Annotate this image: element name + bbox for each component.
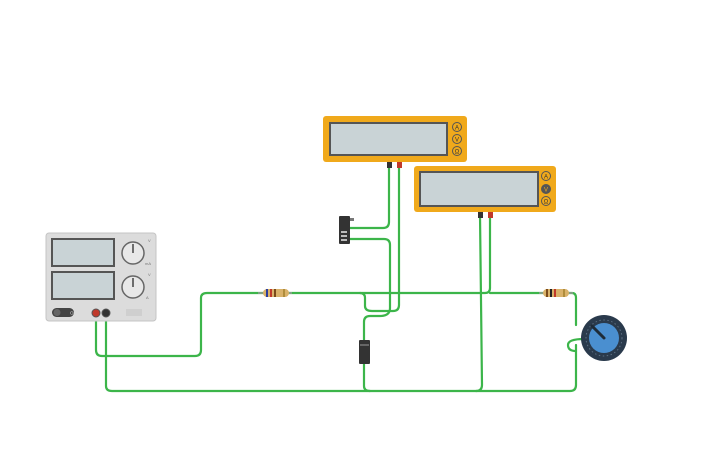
mode-selector[interactable]: A V Ω	[541, 171, 551, 206]
mode-a-button[interactable]	[541, 171, 551, 181]
mode-selector[interactable]: A V Ω	[452, 122, 462, 156]
resistor-band	[563, 289, 565, 297]
unit-label-a: A	[146, 295, 149, 300]
positive-terminal[interactable]	[91, 308, 101, 318]
slide-switch-pin	[341, 239, 347, 241]
mode-v-label: V	[544, 188, 548, 194]
resistor-band	[546, 289, 548, 297]
pushbutton[interactable]	[359, 340, 370, 364]
mode-a-button[interactable]	[452, 122, 462, 132]
wire[interactable]	[474, 213, 484, 393]
pushbutton-body	[359, 340, 370, 364]
resistor-band	[554, 289, 556, 297]
brand-plate	[126, 309, 142, 316]
slide-switch-pin	[341, 231, 347, 233]
mode-ohm-label: Ω	[455, 150, 460, 156]
mode-v-button[interactable]	[541, 184, 551, 194]
unit-label-ma: mA	[145, 261, 151, 266]
resistor-band	[274, 289, 276, 297]
wire[interactable]	[362, 362, 372, 393]
resistor-1[interactable]	[258, 289, 292, 297]
potentiometer-indicator	[590, 324, 606, 340]
mode-ohm-label: Ω	[544, 200, 549, 206]
red-probe-terminal[interactable]	[397, 162, 402, 168]
unit-label-v2: V	[148, 272, 151, 277]
multimeter-1[interactable]: A V Ω	[323, 116, 467, 168]
mode-ohm-button[interactable]	[452, 146, 462, 156]
unit-label-v1: V	[148, 238, 151, 243]
voltage-display-1	[53, 240, 113, 265]
wire[interactable]	[94, 291, 266, 358]
resistor-band	[550, 289, 552, 297]
wire[interactable]	[566, 337, 586, 353]
voltage-display-2	[53, 273, 113, 298]
slide-switch-pin	[341, 235, 347, 237]
mode-v-button[interactable]	[452, 134, 462, 144]
power-toggle-knob	[53, 309, 61, 316]
black-probe-terminal[interactable]	[478, 212, 483, 218]
mode-v-label: V	[455, 138, 459, 144]
potentiometer[interactable]	[581, 315, 627, 361]
resistor-band	[266, 289, 268, 297]
multimeter-display	[421, 173, 537, 205]
wire[interactable]	[348, 237, 392, 342]
wire[interactable]	[104, 312, 578, 393]
potentiometer-scale	[585, 319, 623, 357]
mode-ohm-button[interactable]	[541, 196, 551, 206]
resistor-band	[270, 289, 272, 297]
pushbutton-cap[interactable]	[360, 344, 369, 346]
resistor-band	[283, 289, 285, 297]
multimeter-display	[331, 124, 446, 154]
negative-terminal[interactable]	[101, 308, 111, 318]
power-toggle-label: OFF	[70, 311, 79, 316]
slide-switch[interactable]	[339, 216, 354, 244]
mode-a-label: A	[544, 175, 548, 181]
slide-switch-lever[interactable]	[350, 218, 354, 221]
black-probe-terminal[interactable]	[387, 162, 392, 168]
power-supply[interactable]: V mA V A OFF	[45, 232, 157, 322]
wire[interactable]	[358, 213, 492, 295]
multimeter-2[interactable]: A V Ω	[414, 166, 556, 218]
wire[interactable]	[348, 164, 391, 230]
mode-a-label: A	[455, 126, 459, 132]
red-probe-terminal[interactable]	[488, 212, 493, 218]
resistor-2[interactable]	[539, 289, 573, 297]
wire[interactable]	[566, 291, 578, 327]
